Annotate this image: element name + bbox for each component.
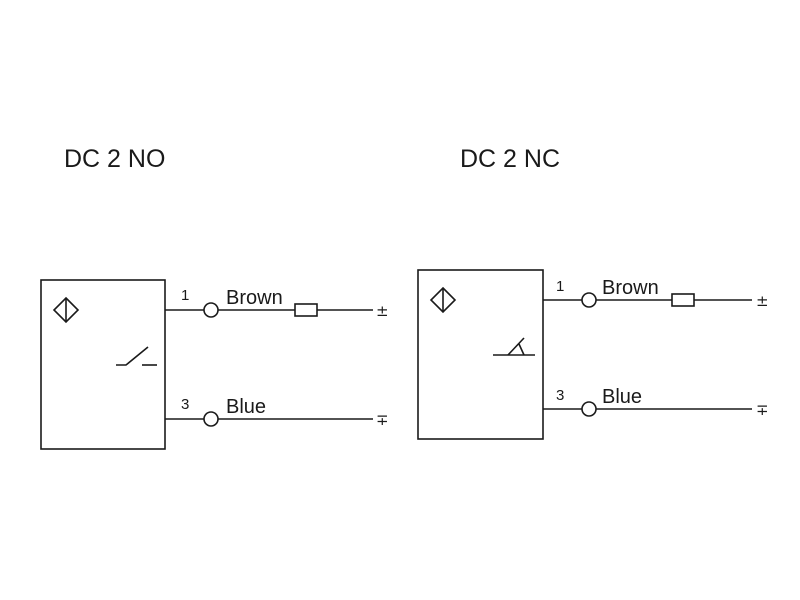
dc2-no-circuit: DC 2 NO 1 Brown ± 3 Blue ∓ [40, 145, 389, 450]
inductive-sensor-icon [52, 296, 80, 324]
terminal-3-icon [203, 411, 219, 427]
dc2-nc-circuit: DC 2 NC 1 Brown ± 3 Blue ∓ [417, 145, 769, 440]
terminal-1-icon [203, 302, 219, 318]
dc2-no-title: DC 2 NO [64, 145, 165, 173]
terminal-1-icon [581, 292, 597, 308]
positive-polarity-label: ± [756, 292, 769, 310]
dc2-nc-title: DC 2 NC [460, 145, 560, 173]
pin-1-number: 1 [181, 287, 189, 304]
wire-3-color-label: Blue [226, 396, 266, 418]
wire-1-color-label: Brown [602, 277, 659, 299]
normally-open-switch-icon [116, 346, 157, 366]
load-resistor-icon [294, 303, 318, 317]
inductive-sensor-icon [429, 286, 457, 314]
negative-polarity-label: ∓ [756, 401, 769, 419]
pin-3-number: 3 [556, 387, 564, 404]
negative-polarity-label: ∓ [376, 411, 389, 429]
load-resistor-icon [671, 293, 695, 307]
terminal-3-icon [581, 401, 597, 417]
wire-3-color-label: Blue [602, 386, 642, 408]
pin-3-number: 3 [181, 396, 189, 413]
wire-1-color-label: Brown [226, 287, 283, 309]
pin-1-number: 1 [556, 278, 564, 295]
normally-closed-switch-icon [493, 337, 535, 356]
positive-polarity-label: ± [376, 302, 389, 320]
